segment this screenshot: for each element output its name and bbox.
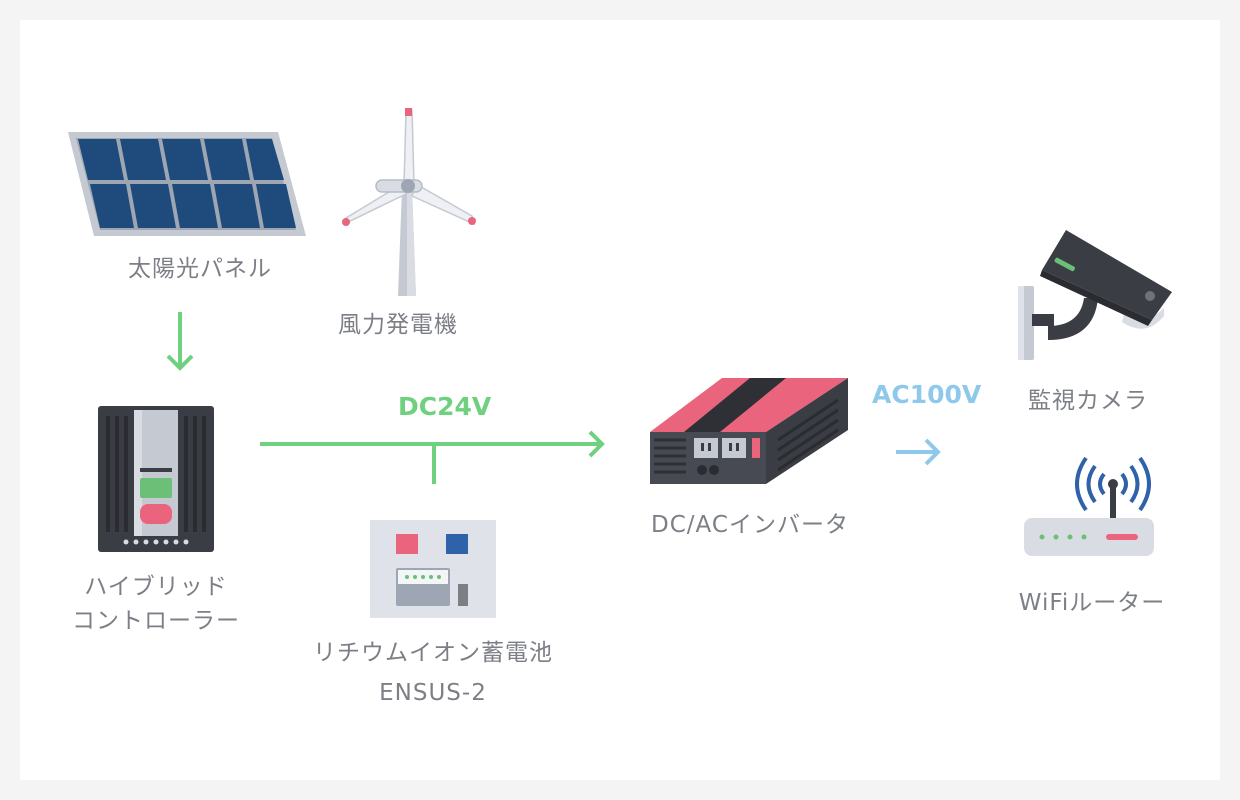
wifi-router-icon <box>1022 454 1156 558</box>
dc-voltage-label: DC24V <box>398 392 492 421</box>
security-camera-label: 監視カメラ <box>1028 388 1148 414</box>
wind-turbine-label: 風力発電機 <box>338 312 458 338</box>
lithium-battery-label-line2: ENSUS-2 <box>379 680 487 706</box>
lithium-battery-icon <box>370 520 496 618</box>
dc-ac-inverter-label: DC/ACインバータ <box>651 512 849 538</box>
arrow-down-icon <box>164 310 196 374</box>
dc-ac-inverter-icon <box>646 376 852 488</box>
wind-turbine-icon <box>336 104 486 300</box>
dc-connection-line <box>258 426 610 488</box>
hybrid-controller-label-line1: ハイブリッド <box>84 574 228 600</box>
hybrid-controller-label-line2: コントローラー <box>72 608 240 634</box>
lithium-battery-label-line1: リチウムイオン蓄電池 <box>313 640 553 666</box>
solar-panel-label: 太陽光パネル <box>128 256 272 282</box>
hybrid-controller-icon <box>98 406 214 552</box>
ac-arrow-right-icon <box>894 436 944 468</box>
solar-panel-icon <box>64 128 310 240</box>
security-camera-icon <box>1014 228 1174 364</box>
wifi-router-label: WiFiルーター <box>1018 590 1166 616</box>
ac-voltage-label: AC100V <box>872 380 982 409</box>
